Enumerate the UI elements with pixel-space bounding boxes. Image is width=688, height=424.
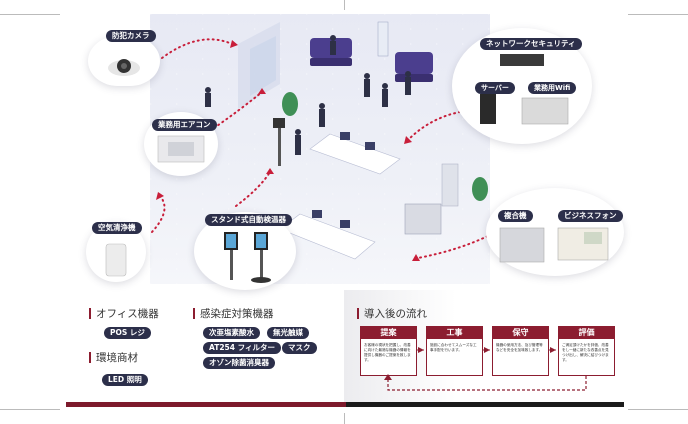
flow-heading: 導入後の流れ bbox=[357, 308, 427, 320]
network-equipment-icon bbox=[480, 54, 569, 125]
tag-photocatalyst: 無光触媒 bbox=[267, 327, 309, 339]
copier-machine-icon bbox=[404, 203, 442, 235]
callout-office-devices bbox=[486, 188, 624, 276]
cabinet-icon bbox=[441, 163, 459, 207]
crop-mark bbox=[628, 409, 688, 410]
crop-mark bbox=[628, 14, 688, 15]
people-icons bbox=[205, 35, 411, 155]
air-purifier-icon bbox=[105, 243, 127, 277]
office-scene-svg bbox=[205, 21, 488, 260]
camera-label: 防犯カメラ bbox=[106, 30, 156, 42]
server-label: サーバー bbox=[475, 82, 515, 94]
flow-step-text: 機器の使用方法、及び管理等などを安全を加味致します。 bbox=[496, 343, 543, 352]
callout-camera bbox=[88, 36, 160, 86]
crop-mark bbox=[0, 409, 60, 410]
tag-pos: POS レジ bbox=[104, 327, 151, 339]
air-conditioner-icon bbox=[157, 135, 205, 163]
footer-bar-dark bbox=[346, 402, 624, 407]
tag-mask: マスク bbox=[282, 342, 317, 354]
plant-icon bbox=[282, 92, 488, 201]
crop-mark bbox=[344, 0, 345, 10]
flow-step-construction: 工事 施設に合わせてスムーズな工事手配を行います。 bbox=[426, 326, 483, 376]
tag-led: LED 照明 bbox=[102, 374, 148, 386]
infection-heading: 感染症対策機器 bbox=[193, 308, 274, 320]
aircon-label: 業務用エアコン bbox=[152, 119, 217, 131]
office-heading: オフィス機器 bbox=[89, 308, 159, 320]
thermometer-stand-icon bbox=[278, 126, 281, 166]
flow-step-text: お客様の現状を把握し、改善に向けた最適な機器の情報を提供し機器のご提案を致します… bbox=[364, 343, 411, 362]
crop-mark bbox=[0, 14, 60, 15]
network-label: ネットワークセキュリティ bbox=[480, 38, 582, 50]
flow-step-evaluation: 評価 ご満足頂けたかを評価、改善をし一緒に新たな改善点を見つけ出し、解決に結びつ… bbox=[558, 326, 615, 376]
flow-step-title: 工事 bbox=[426, 326, 483, 339]
detector-label: スタンド式自動検温器 bbox=[205, 214, 292, 226]
water-cooler-icon bbox=[377, 21, 389, 57]
tag-filter: AT254 フィルター bbox=[203, 342, 281, 354]
crop-mark bbox=[344, 413, 345, 424]
flow-step-maintenance: 保守 機器の使用方法、及び管理等などを安全を加味致します。 bbox=[492, 326, 549, 376]
footer-bar-accent bbox=[66, 402, 346, 407]
flow-step-title: 評価 bbox=[558, 326, 615, 339]
flow-step-proposal: 提案 お客様の現状を把握し、改善に向けた最適な機器の情報を提供し機器のご提案を致… bbox=[360, 326, 417, 376]
flow-step-text: 施設に合わせてスムーズな工事手配を行います。 bbox=[430, 343, 477, 352]
purifier-label: 空気清浄機 bbox=[92, 222, 142, 234]
tag-hypochlorous: 次亜塩素酸水 bbox=[203, 327, 260, 339]
security-camera-icon bbox=[108, 59, 140, 76]
glass-door bbox=[250, 36, 276, 96]
flow-step-text: ご満足頂けたかを評価、改善をし一緒に新たな改善点を見つけ出し、解決に結びつけます… bbox=[562, 343, 609, 362]
wifi-label: 業務用Wifi bbox=[528, 82, 577, 94]
environment-heading: 環境商材 bbox=[89, 352, 138, 364]
flow-step-title: 提案 bbox=[360, 326, 417, 339]
phone-label: ビジネスフォン bbox=[558, 210, 623, 222]
flow-step-title: 保守 bbox=[492, 326, 549, 339]
copier-label: 複合機 bbox=[498, 210, 533, 222]
tag-ozone: オゾン除菌消臭器 bbox=[203, 357, 275, 369]
thermal-detector-icon bbox=[224, 232, 271, 283]
lounge-sofa-icon bbox=[310, 38, 433, 82]
copier-phone-icon bbox=[499, 227, 609, 263]
desk-icons bbox=[279, 132, 401, 260]
